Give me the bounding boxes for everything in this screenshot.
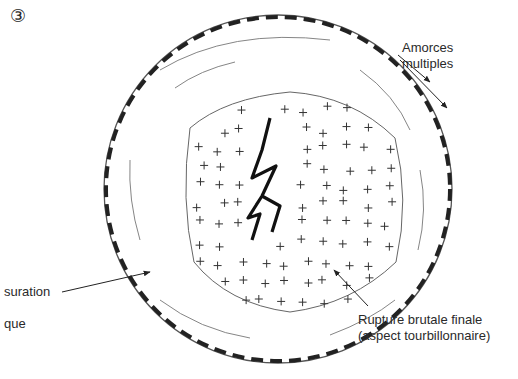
dimple-mark [360,143,368,151]
dimple-mark [215,181,223,189]
dimple-mark [364,204,372,212]
dimple-mark [213,148,221,156]
dimple-mark [339,197,347,205]
dimple-mark [303,145,311,153]
dimple-mark [234,198,242,206]
dimple-mark [303,160,311,168]
dimple-mark [343,140,351,148]
callout-label: suration [4,284,84,300]
dimple-mark [242,296,250,304]
dimple-mark [364,262,372,270]
dimple-mark [297,235,305,243]
dimple-mark [196,241,204,249]
dimple-mark [346,262,354,270]
dimple-mark [319,197,327,205]
dimple-mark [319,129,327,137]
dimple-mark [343,281,351,289]
dimple-mark [263,260,271,268]
dimple-mark [318,276,326,284]
figure-number: ③ [10,6,40,27]
final-fracture-zone [186,92,403,312]
dimple-mark [323,216,331,224]
dimple-mark [319,142,327,150]
dimple-mark [280,262,288,270]
dimple-mark [381,222,389,230]
dimple-mark [276,242,284,250]
dimple-mark [299,109,307,117]
dimple-mark [388,198,396,206]
dimple-mark [298,216,306,224]
dimple-mark [215,220,223,228]
dimple-mark [386,182,394,190]
dimple-mark [299,204,307,212]
dimple-mark [385,243,393,251]
dimple-mark [320,300,328,308]
callout-label: que [4,316,64,332]
dimple-mark [344,295,352,303]
dimple-mark [364,185,372,193]
final-crack [248,118,280,240]
dimple-mark [196,216,204,224]
dimple-mark [200,161,208,169]
dimple-mark [339,186,347,194]
dimple-mark [221,277,229,285]
callout-label: Amorces multiples [402,40,497,72]
dimple-mark [322,260,330,268]
dimple-texture [193,102,396,307]
dimple-mark [339,240,347,248]
dimple-mark [297,181,305,189]
beach-marks [130,37,424,338]
dimple-mark [234,219,242,227]
dimple-mark [303,123,311,131]
leader-line [334,270,368,306]
dimple-mark [277,297,285,305]
dimple-mark [237,106,245,114]
dimple-mark [196,257,204,265]
dimple-mark [235,181,243,189]
dimple-mark [343,123,351,131]
dimple-mark [281,105,289,113]
dimple-mark [387,164,395,172]
dimple-mark [368,166,376,174]
dimple-mark [196,178,204,186]
crack-initiations [106,17,450,361]
dimple-mark [221,129,229,137]
dimple-mark [193,204,201,212]
dimple-mark [346,167,354,175]
dimple-mark [320,165,328,173]
dimple-mark [304,257,312,265]
dimple-mark [299,298,307,306]
dimple-mark [343,104,351,112]
dimple-mark [323,102,331,110]
dimple-mark [364,219,372,227]
dimple-mark [323,181,331,189]
dimple-mark [214,262,222,270]
dimple-mark [235,124,243,132]
dimple-mark [261,280,269,288]
dimple-mark [239,276,247,284]
dimple-mark [304,279,312,287]
dimple-mark [236,147,244,155]
dimple-mark [365,274,373,282]
callout-label: Rupture brutale finale (aspect tourbillo… [358,312,508,344]
dimple-mark [221,199,229,207]
section-outline [104,15,452,363]
dimple-mark [364,123,372,131]
dimple-mark [216,243,224,251]
dimple-mark [255,295,263,303]
dimple-mark [342,216,350,224]
dimple-mark [216,163,224,171]
dimple-mark [363,238,371,246]
dimple-mark [239,258,247,266]
leader-line [62,272,150,292]
dimple-mark [387,145,395,153]
dimple-mark [319,237,327,245]
dimple-mark [280,276,288,284]
dimple-mark [195,143,203,151]
